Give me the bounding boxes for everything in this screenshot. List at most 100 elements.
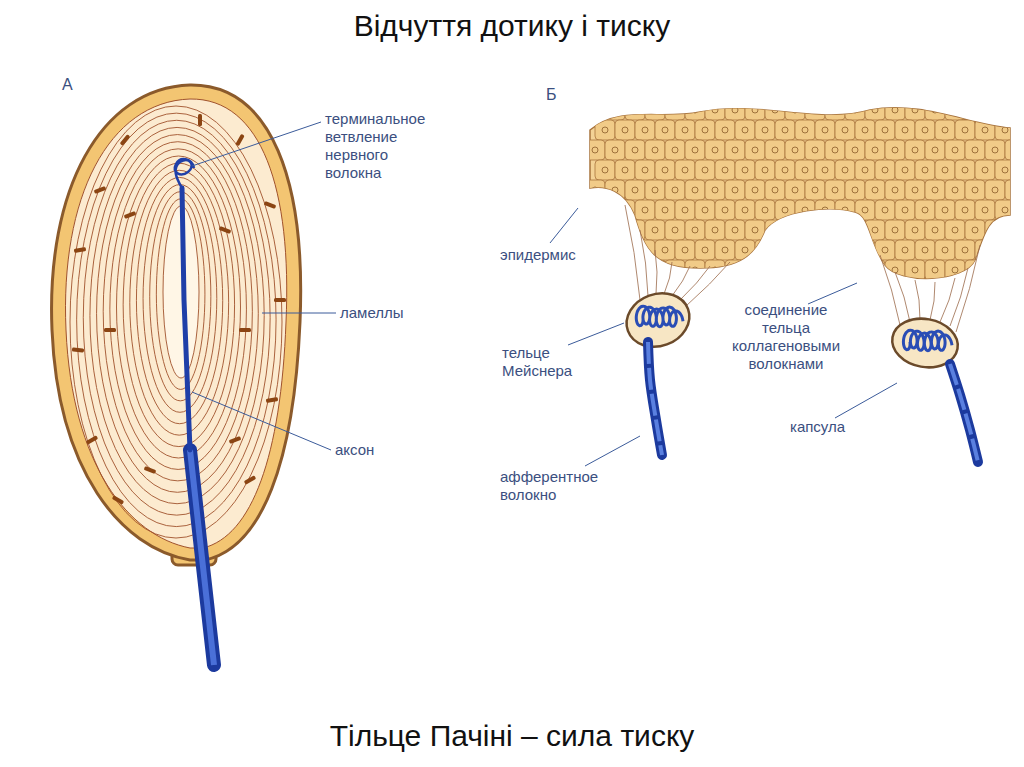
part-label: эпидермис: [500, 246, 610, 264]
epidermal-cell: [755, 240, 775, 260]
part-label: тельце Мейснера: [502, 344, 594, 380]
epidermal-cell: [995, 160, 1015, 180]
cell-nucleus: [952, 147, 958, 153]
epidermal-cell: [725, 260, 745, 280]
capsule-outer: [52, 85, 301, 560]
cell-nucleus: [842, 167, 848, 173]
epidermal-cell: [665, 220, 685, 240]
epidermal-cell: [895, 240, 915, 260]
cell-nucleus: [932, 267, 938, 273]
cell-nucleus: [912, 187, 918, 193]
epidermal-cell: [715, 240, 735, 260]
cell-nucleus: [124, 211, 137, 219]
cell-nucleus: [702, 127, 708, 133]
cell-nucleus: [812, 147, 818, 153]
myelin-sheath: [190, 450, 214, 665]
cell-nucleus: [712, 187, 718, 193]
epidermal-cell: [605, 140, 625, 160]
epidermal-cell: [895, 200, 915, 220]
cell-nucleus: [732, 107, 738, 113]
terminal-branch: [175, 159, 194, 188]
cell-nucleus: [652, 107, 658, 113]
cell-nucleus: [952, 227, 958, 233]
epidermal-cell: [915, 240, 935, 260]
epidermal-cell: [735, 120, 755, 140]
cell-nucleus: [642, 247, 648, 253]
cell-nucleus: [642, 167, 648, 173]
cell-nucleus: [942, 167, 948, 173]
epidermal-cell: [735, 160, 755, 180]
cell-nucleus: [922, 127, 928, 133]
cell-nucleus: [602, 247, 608, 253]
cell-nucleus: [932, 147, 938, 153]
epidermal-cell: [915, 200, 935, 220]
epidermal-cell: [795, 120, 815, 140]
cell-nucleus: [266, 397, 279, 403]
epidermal-cell: [975, 200, 995, 220]
epidermal-cell: [815, 120, 835, 140]
epidermal-cell: [825, 180, 845, 200]
epidermal-cell: [625, 100, 645, 120]
cell-nucleus: [752, 107, 758, 113]
epidermal-cell: [885, 180, 905, 200]
epidermal-cell: [855, 120, 875, 140]
cell-nucleus: [872, 107, 878, 113]
afferent-fiber-core: [648, 342, 662, 455]
cell-nucleus: [622, 207, 628, 213]
cell-nucleus: [992, 187, 998, 193]
epidermal-cell: [885, 260, 905, 280]
lamella: [123, 163, 234, 446]
leader-line: [192, 122, 321, 166]
cell-nucleus: [912, 147, 918, 153]
epidermal-cell: [845, 140, 865, 160]
epidermal-cell: [855, 200, 875, 220]
cell-nucleus: [219, 226, 232, 234]
cell-nucleus: [782, 167, 788, 173]
axon-line: [182, 188, 190, 450]
cell-nucleus: [922, 207, 928, 213]
epidermal-cell: [955, 240, 975, 260]
epidermal-cell: [815, 200, 835, 220]
part-label: терминальное ветвление нервного волокна: [325, 110, 437, 182]
cell-nucleus: [672, 227, 678, 233]
nerve-coil: [903, 330, 952, 350]
epidermal-cell: [745, 260, 765, 280]
cell-nucleus: [722, 167, 728, 173]
cell-nucleus: [702, 207, 708, 213]
cell-nucleus: [792, 107, 798, 113]
lamella: [143, 185, 217, 413]
collagen-fiber: [880, 255, 900, 325]
epidermal-cell: [845, 100, 865, 120]
epidermal-cell: [595, 240, 615, 260]
cell-nucleus: [264, 201, 277, 209]
cell-nucleus: [852, 107, 858, 113]
epidermal-cell: [825, 260, 845, 280]
collagen-fiber: [915, 280, 920, 320]
cell-nucleus: [792, 267, 798, 273]
cell-nucleus: [792, 187, 798, 193]
cell-nucleus: [742, 127, 748, 133]
cell-nucleus: [852, 227, 858, 233]
epidermal-cell: [985, 100, 1005, 120]
epidermal-cell: [745, 180, 765, 200]
collagen-fiber: [672, 266, 690, 296]
cell-nucleus: [702, 167, 708, 173]
cell-nucleus: [982, 247, 988, 253]
cell-nucleus: [872, 187, 878, 193]
cell-nucleus: [104, 328, 116, 332]
cell-nucleus: [802, 247, 808, 253]
cell-nucleus: [722, 127, 728, 133]
epidermal-cell: [705, 180, 725, 200]
epidermal-cell: [865, 140, 885, 160]
lamella: [110, 149, 247, 470]
epidermal-cell: [615, 240, 635, 260]
cell-nucleus: [982, 127, 988, 133]
epidermal-cell: [695, 200, 715, 220]
cell-nucleus: [692, 227, 698, 233]
collagen-fiber: [680, 266, 710, 300]
epidermal-cell: [605, 220, 625, 240]
cell-nucleus: [229, 436, 242, 444]
epidermal-cell: [985, 260, 1005, 280]
epidermal-cell: [955, 160, 975, 180]
